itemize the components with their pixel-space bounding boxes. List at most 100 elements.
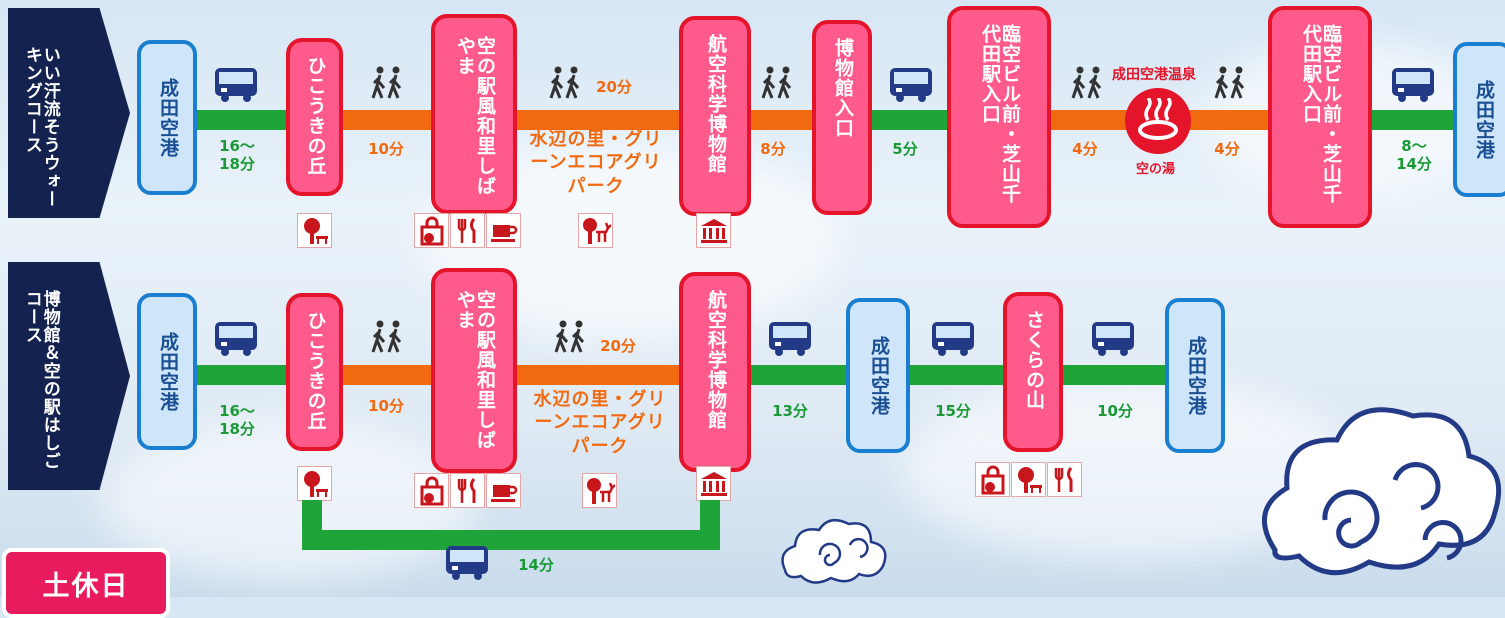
cloud-icon (1261, 407, 1502, 576)
onsen-icon (1125, 88, 1191, 154)
bus-icon (215, 68, 257, 102)
stop-narita-airport: 成田空港 (846, 298, 910, 453)
walk-icon (554, 320, 585, 353)
duration-label: 15分 (935, 402, 971, 420)
onsen-name: 成田空港温泉 (1112, 67, 1196, 83)
walk-icon (1071, 66, 1102, 99)
stop-label: ひこうきの丘 (304, 311, 327, 431)
stop-narita-airport: 成田空港 (137, 293, 197, 450)
bus-connector-horizontal (302, 530, 720, 550)
cloud-icon (781, 518, 887, 584)
bus-connector-vertical (700, 500, 720, 550)
place-mizube-no-sato: 水辺の里・グリーンエコアグリパーク (533, 389, 667, 457)
stop-sora-no-eki: 空の駅風和里しばやま (431, 14, 517, 214)
stop-shibayama-chiyoda: 臨空ビル前・芝山千代田駅入口 (1268, 6, 1372, 228)
course-label-museum: 博物館＆空の駅はしごコース (8, 262, 130, 490)
restaurant-icon (450, 473, 485, 508)
bus-line (908, 365, 1008, 385)
bus-icon (1092, 322, 1134, 356)
stop-label: 空の駅風和里しばやま (454, 290, 496, 450)
walk-line (515, 365, 682, 385)
stop-label: 空の駅風和里しばやま (454, 36, 496, 196)
stop-shibayama-chiyoda: 臨空ビル前・芝山千代田駅入口 (947, 6, 1051, 228)
shopping-bag-icon (414, 213, 449, 248)
bus-line (748, 365, 848, 385)
walk-line (343, 365, 433, 385)
walk-line (748, 110, 813, 130)
bus-line (870, 110, 950, 130)
stop-label: 臨空ビル前・芝山千代田駅入口 (1300, 24, 1342, 204)
duration-label: 10分 (1097, 402, 1133, 420)
stop-narita-airport: 成田空港 (137, 40, 197, 195)
duration-label: 8～14分 (1396, 137, 1432, 173)
stop-aviation-museum: 航空科学博物館 (679, 16, 751, 216)
course-label-walking: いい汗流そうウォーキングコース (8, 8, 130, 218)
bus-line (195, 365, 290, 385)
park-bench-icon (297, 213, 332, 248)
bus-line (1060, 365, 1170, 385)
stop-label: 臨空ビル前・芝山千代田駅入口 (979, 24, 1021, 204)
walk-icon (1214, 66, 1245, 99)
duration-label: 20分 (596, 78, 632, 96)
stop-narita-airport: 成田空港 (1453, 42, 1505, 197)
onsen-subtitle: 空の湯 (1136, 162, 1176, 177)
walk-icon (761, 66, 792, 99)
stop-label: 成田空港 (1184, 335, 1207, 416)
bus-icon (1392, 68, 1434, 102)
bus-icon (932, 322, 974, 356)
bus-icon (446, 546, 488, 580)
walk-line (515, 110, 682, 130)
shopping-bag-icon (975, 462, 1010, 497)
stop-hikouki-no-oka: ひこうきの丘 (286, 293, 343, 451)
holiday-badge: 土休日 (2, 548, 170, 618)
bus-icon (215, 322, 257, 356)
stop-museum-entrance: 博物館入口 (812, 20, 872, 215)
stop-label: 成田空港 (1472, 79, 1495, 160)
duration-label: 5分 (892, 140, 918, 158)
duration-label: 4分 (1072, 140, 1098, 158)
bus-icon (769, 322, 811, 356)
duration-label: 8分 (760, 140, 786, 158)
deer-icon (578, 213, 613, 248)
museum-icon (696, 213, 731, 248)
bus-line (1372, 110, 1457, 130)
cafe-icon (486, 213, 521, 248)
duration-label: 10分 (368, 140, 404, 158)
park-bench-icon (297, 466, 332, 501)
walk-icon (371, 66, 402, 99)
duration-label: 14分 (518, 556, 554, 574)
shopping-bag-icon (414, 473, 449, 508)
cafe-icon (486, 473, 521, 508)
duration-label: 10分 (368, 397, 404, 415)
walk-icon (371, 320, 402, 353)
course-title: いい汗流そうウォーキングコース (21, 46, 60, 208)
duration-label: 16～18分 (219, 402, 255, 438)
stop-label: 成田空港 (156, 77, 179, 158)
stop-hikouki-no-oka: ひこうきの丘 (286, 38, 343, 196)
course-title: 博物館＆空の駅はしごコース (21, 290, 60, 470)
walk-line (343, 110, 433, 130)
duration-label: 16～18分 (219, 137, 255, 173)
stop-label: さくらの山 (1022, 310, 1045, 410)
museum-icon (696, 466, 731, 501)
bus-line (195, 110, 290, 130)
duration-label: 13分 (772, 402, 808, 420)
park-bench-icon (1011, 462, 1046, 497)
duration-label: 20分 (600, 337, 636, 355)
stop-narita-airport: 成田空港 (1165, 298, 1225, 453)
deer-icon (582, 473, 617, 508)
place-mizube-no-sato: 水辺の里・グリーンエコアグリパーク (529, 129, 663, 197)
stop-label: 成田空港 (867, 335, 890, 416)
stop-sakura-no-yama: さくらの山 (1003, 292, 1063, 452)
stop-label: 成田空港 (156, 331, 179, 412)
bus-icon (890, 68, 932, 102)
stop-label: 航空科学博物館 (704, 34, 727, 174)
restaurant-icon (450, 213, 485, 248)
stop-aviation-museum: 航空科学博物館 (679, 272, 751, 472)
stop-label: ひこうきの丘 (304, 56, 327, 176)
stop-label: 航空科学博物館 (704, 290, 727, 430)
restaurant-icon (1047, 462, 1082, 497)
stop-sora-no-eki: 空の駅風和里しばやま (431, 268, 517, 473)
duration-label: 4分 (1214, 140, 1240, 158)
stop-label: 博物館入口 (831, 38, 854, 138)
